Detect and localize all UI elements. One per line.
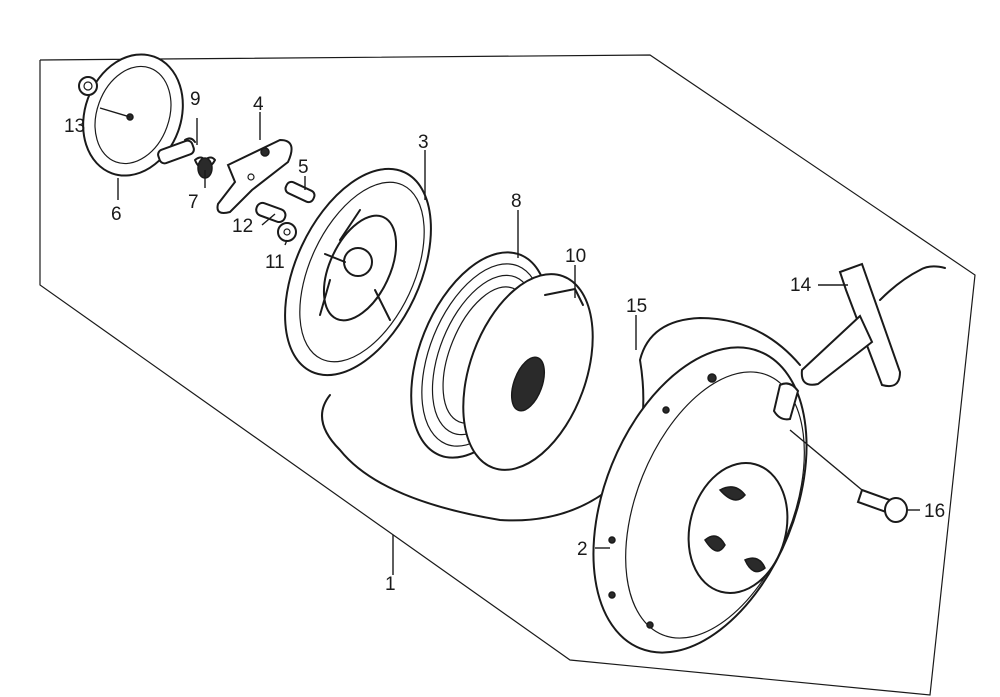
callout-3: 3 <box>418 132 429 153</box>
callout-11: 11 <box>265 252 285 273</box>
callout-12: 12 <box>232 216 253 237</box>
callout-7: 7 <box>188 192 199 213</box>
part-13-nut <box>78 76 98 96</box>
callout-15: 15 <box>626 296 647 317</box>
part-16-bolt <box>856 488 908 523</box>
part-14-starter-handle <box>800 262 946 388</box>
part-6-plate <box>82 53 184 177</box>
part-4-ratchet <box>216 138 293 214</box>
callout-1: 1 <box>385 574 396 595</box>
callout-10: 10 <box>565 246 586 267</box>
callout-2: 2 <box>577 539 588 560</box>
callout-5: 5 <box>298 157 309 178</box>
callout-8: 8 <box>511 191 522 212</box>
part-3-pulley <box>284 167 432 377</box>
callout-16: 16 <box>924 501 945 522</box>
part-2-cover-case <box>592 346 808 654</box>
leader-lines <box>99 107 920 575</box>
part-12-pin <box>255 201 287 224</box>
assembly-boundary <box>39 54 976 696</box>
part-5-pin <box>284 180 316 204</box>
callout-14: 14 <box>790 275 812 296</box>
callout-13: 13 <box>64 116 85 137</box>
callout-6: 6 <box>111 204 122 225</box>
callout-labels: 1 2 3 4 5 6 7 8 9 10 11 12 13 14 15 16 <box>64 89 945 595</box>
part-10-spring-case <box>462 273 594 471</box>
callout-9: 9 <box>190 89 201 110</box>
part-7-spring <box>194 156 216 179</box>
part-9-spring <box>157 137 196 165</box>
part-11-washer <box>277 222 297 242</box>
callout-4: 4 <box>253 94 264 115</box>
